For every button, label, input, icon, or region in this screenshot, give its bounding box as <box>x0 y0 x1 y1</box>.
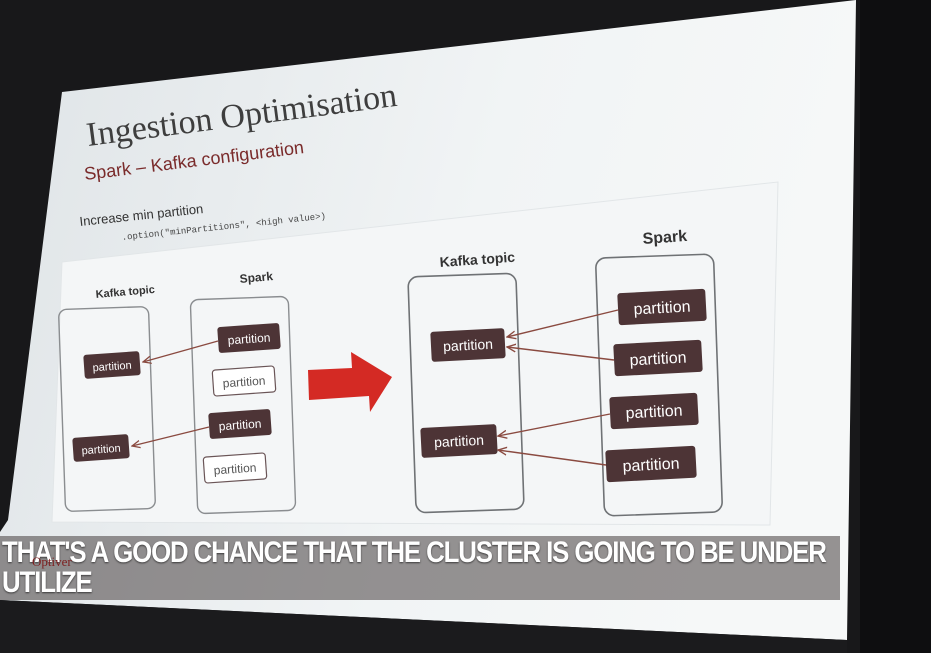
screen-frame-right <box>860 0 931 653</box>
caption-line-1: THAT'S A GOOD CHANCE THAT THE CLUSTER IS… <box>2 536 827 569</box>
right-spark-partition-label: partition <box>625 403 683 423</box>
right-spark-partition: partition <box>613 339 703 377</box>
right-spark-partition-label: partition <box>633 299 691 319</box>
right-connector-arrow <box>507 309 619 337</box>
right-connector-arrow <box>498 413 611 436</box>
optiver-logo: Optiver <box>32 554 72 569</box>
left-spark-partition-label: partition <box>227 331 271 348</box>
left-spark-partition-label: partition <box>213 461 257 478</box>
right-kafka-header: Kafka topic <box>439 249 516 270</box>
left-kafka-partition: partition <box>72 434 130 462</box>
right-kafka-column <box>407 272 525 514</box>
right-spark-column <box>595 253 723 517</box>
left-spark-partition-label: partition <box>222 374 266 391</box>
left-kafka-header: Kafka topic <box>95 284 155 301</box>
left-spark-partition: partition <box>202 452 268 484</box>
right-kafka-partition: partition <box>430 328 506 362</box>
left-spark-partition: partition <box>217 323 281 353</box>
left-kafka-partition-label: partition <box>81 443 121 458</box>
left-spark-header: Spark <box>239 269 274 286</box>
left-connector-arrow <box>143 340 219 362</box>
right-kafka-partition-label: partition <box>434 432 485 451</box>
right-spark-partition: partition <box>617 288 707 326</box>
left-spark-partition: partition <box>208 409 272 439</box>
right-spark-partition-label: partition <box>622 456 680 476</box>
transition-arrow <box>308 352 392 412</box>
right-kafka-partition-label: partition <box>443 336 494 355</box>
left-kafka-column <box>58 306 156 512</box>
right-spark-partition-label: partition <box>629 350 687 370</box>
right-spark-header: Spark <box>642 228 688 248</box>
right-connector-arrow <box>498 450 607 466</box>
screen-bottom-edge <box>0 600 847 653</box>
caption-bar: THAT'S A GOOD CHANCE THAT THE CLUSTER IS… <box>0 536 840 600</box>
left-kafka-partition: partition <box>83 351 141 379</box>
caption-line-2: UTILIZE <box>2 566 93 599</box>
left-diagram: Kafka topic Spark partition partition pa… <box>58 269 297 515</box>
left-spark-partition-label: partition <box>218 417 262 434</box>
right-connector-arrow <box>507 347 615 361</box>
left-connector-arrow <box>132 426 210 446</box>
right-kafka-partition: partition <box>420 424 498 458</box>
left-spark-partition: partition <box>211 365 277 397</box>
right-spark-partition: partition <box>609 392 699 430</box>
left-spark-column <box>189 295 297 515</box>
right-spark-partition: partition <box>605 445 697 483</box>
left-kafka-partition-label: partition <box>92 360 132 375</box>
right-diagram: Kafka topic Spark partition partition pa… <box>407 228 723 517</box>
